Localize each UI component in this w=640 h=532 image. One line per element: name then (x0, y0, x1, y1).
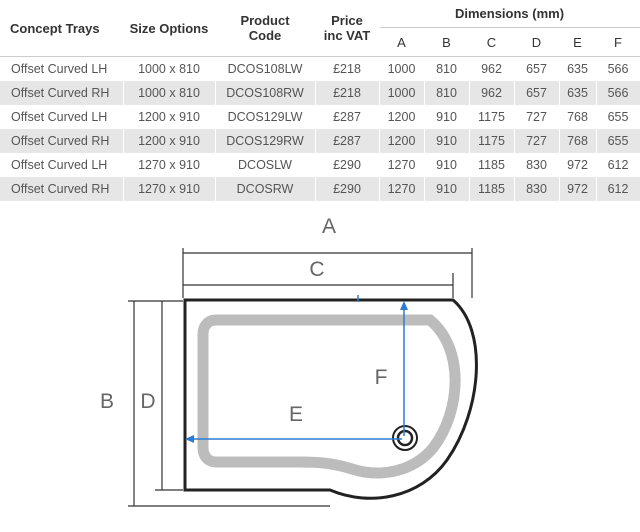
cell-a: 1000 (379, 56, 425, 81)
cell-f: 612 (596, 153, 640, 177)
cell-price: £290 (315, 153, 380, 177)
cell-e: 768 (559, 105, 597, 129)
cell-price: £218 (315, 56, 380, 81)
cell-e: 635 (559, 56, 597, 81)
price-table: Concept Trays Size Options Product Code … (0, 0, 640, 201)
cell-d: 657 (514, 56, 560, 81)
label-b: B (100, 390, 114, 413)
header-dim-a: A (379, 27, 425, 57)
cell-b: 910 (424, 177, 470, 201)
cell-c: 1175 (469, 129, 515, 153)
cell-e: 972 (559, 153, 597, 177)
cell-b: 910 (424, 129, 470, 153)
header-price-line2: inc VAT (323, 28, 371, 43)
cell-f: 655 (596, 129, 640, 153)
cell-code: DCOS108LW (215, 56, 316, 81)
header-price-line1: Price (331, 13, 363, 28)
cell-a: 1200 (379, 129, 425, 153)
label-d: D (140, 390, 155, 413)
header-dim-f: F (596, 27, 640, 57)
cell-code: DCOSLW (215, 153, 316, 177)
cell-tray: Offset Curved LH (0, 56, 124, 81)
cell-e: 768 (559, 129, 597, 153)
cell-e: 635 (559, 81, 597, 105)
cell-code: DCOSRW (215, 177, 316, 201)
label-e: E (289, 403, 303, 426)
cell-b: 910 (424, 153, 470, 177)
header-size: Size Options (123, 0, 216, 57)
cell-size: 1270 x 910 (123, 153, 216, 177)
cell-price: £287 (315, 129, 380, 153)
cell-b: 810 (424, 56, 470, 81)
drain-icon (392, 425, 418, 451)
cell-b: 910 (424, 105, 470, 129)
cell-code: DCOS129RW (215, 129, 316, 153)
header-code: Product Code (215, 0, 316, 57)
tray-inner-channel (197, 314, 461, 479)
cell-c: 962 (469, 81, 515, 105)
cell-c: 1185 (469, 177, 515, 201)
cell-size: 1200 x 910 (123, 105, 216, 129)
tray-outline (183, 298, 478, 500)
cell-d: 727 (514, 105, 560, 129)
cell-code: DCOS108RW (215, 81, 316, 105)
cell-d: 657 (514, 81, 560, 105)
cell-f: 566 (596, 81, 640, 105)
label-c: C (309, 258, 324, 281)
header-dim-c: C (469, 27, 515, 57)
header-price: Price inc VAT (315, 0, 380, 57)
dimension-a (182, 248, 473, 298)
cell-a: 1270 (379, 153, 425, 177)
cell-tray: Offset Curved RH (0, 81, 124, 105)
cell-tray: Offset Curved RH (0, 177, 124, 201)
cell-a: 1000 (379, 81, 425, 105)
cell-size: 1200 x 910 (123, 129, 216, 153)
cell-d: 830 (514, 177, 560, 201)
cell-price: £218 (315, 81, 380, 105)
header-code-line2: Code (248, 28, 282, 43)
header-dim-e: E (559, 27, 597, 57)
cell-a: 1270 (379, 177, 425, 201)
cell-price: £287 (315, 105, 380, 129)
cell-tray: Offset Curved LH (0, 153, 124, 177)
cell-e: 972 (559, 177, 597, 201)
cell-price: £290 (315, 177, 380, 201)
header-dim-b: B (424, 27, 470, 57)
cell-size: 1000 x 810 (123, 56, 216, 81)
cell-f: 566 (596, 56, 640, 81)
cell-f: 655 (596, 105, 640, 129)
cell-code: DCOS129LW (215, 105, 316, 129)
cell-size: 1000 x 810 (123, 81, 216, 105)
cell-d: 727 (514, 129, 560, 153)
header-tray: Concept Trays (0, 0, 124, 57)
dimension-b (128, 300, 330, 507)
dimension-e-f (185, 295, 408, 443)
header-code-line1: Product (240, 13, 290, 28)
cell-b: 810 (424, 81, 470, 105)
cell-d: 830 (514, 153, 560, 177)
cell-tray: Offset Curved LH (0, 105, 124, 129)
cell-tray: Offset Curved RH (0, 129, 124, 153)
cell-size: 1270 x 910 (123, 177, 216, 201)
header-dimensions: Dimensions (mm) (379, 0, 640, 28)
label-a: A (322, 215, 336, 238)
cell-a: 1200 (379, 105, 425, 129)
label-f: F (375, 366, 388, 389)
dimension-d (155, 301, 183, 491)
cell-c: 962 (469, 56, 515, 81)
cell-c: 1175 (469, 105, 515, 129)
cell-c: 1185 (469, 153, 515, 177)
dimension-c (183, 273, 454, 298)
header-dim-d: D (514, 27, 560, 57)
